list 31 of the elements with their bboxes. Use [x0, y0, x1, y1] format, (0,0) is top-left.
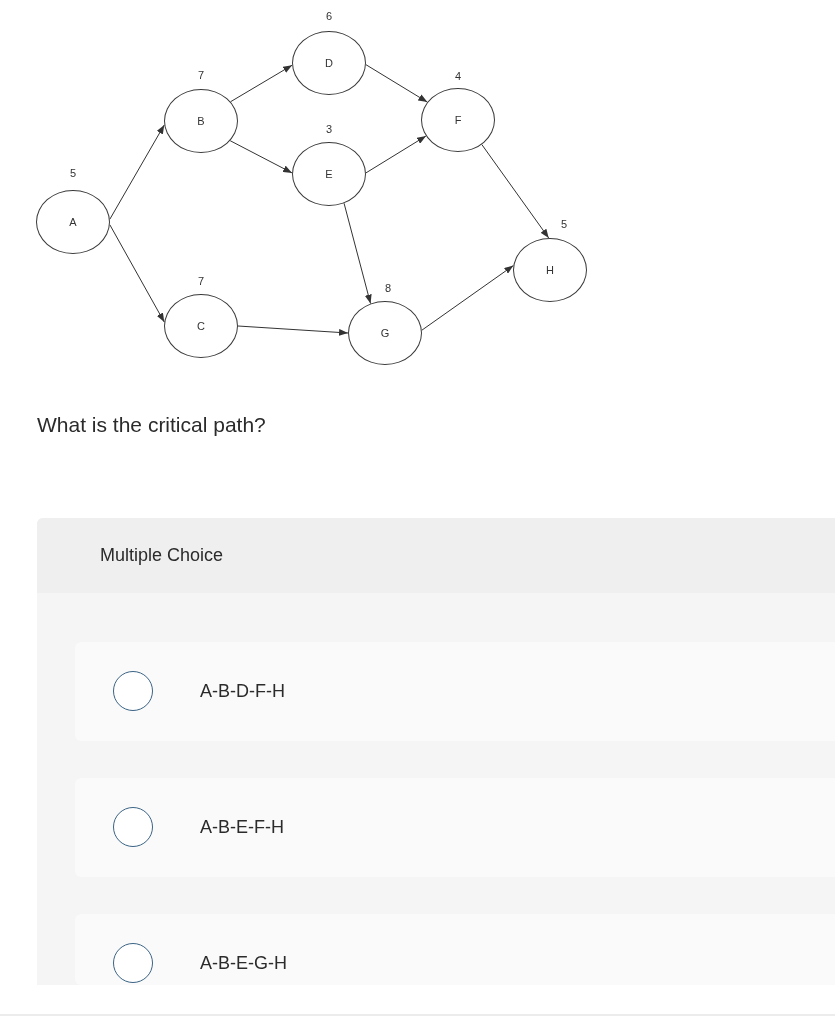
arrow	[229, 140, 293, 174]
duration-label: 8	[384, 282, 392, 294]
node-label: A	[69, 216, 77, 228]
arrow	[365, 64, 428, 103]
arrow	[365, 135, 427, 174]
node-label: D	[325, 57, 333, 69]
node-label: G	[380, 327, 390, 339]
duration-label: 7	[197, 69, 205, 81]
duration-label: 6	[325, 10, 333, 22]
option-text: A-B-D-F-H	[200, 680, 285, 703]
arrow	[237, 325, 349, 336]
duration-label: 7	[197, 275, 205, 287]
node-label: H	[546, 264, 554, 276]
duration-label: 5	[69, 167, 77, 179]
arrow	[343, 202, 372, 305]
node-label: B	[197, 115, 205, 127]
node-label: C	[197, 320, 205, 332]
duration-label: 4	[454, 70, 462, 82]
arrow	[421, 265, 514, 331]
arrow	[109, 124, 165, 220]
arrow	[109, 224, 165, 323]
node-label: F	[454, 114, 462, 126]
arrow	[230, 64, 293, 103]
duration-label: 5	[560, 218, 568, 230]
arrow	[481, 144, 550, 239]
duration-label: 3	[325, 123, 333, 135]
section-heading: Multiple Choice	[100, 544, 224, 567]
node-label: E	[325, 168, 333, 180]
option-text: A-B-E-G-H	[200, 952, 287, 975]
option-text: A-B-E-F-H	[200, 816, 284, 839]
question-text: What is the critical path?	[37, 412, 266, 438]
